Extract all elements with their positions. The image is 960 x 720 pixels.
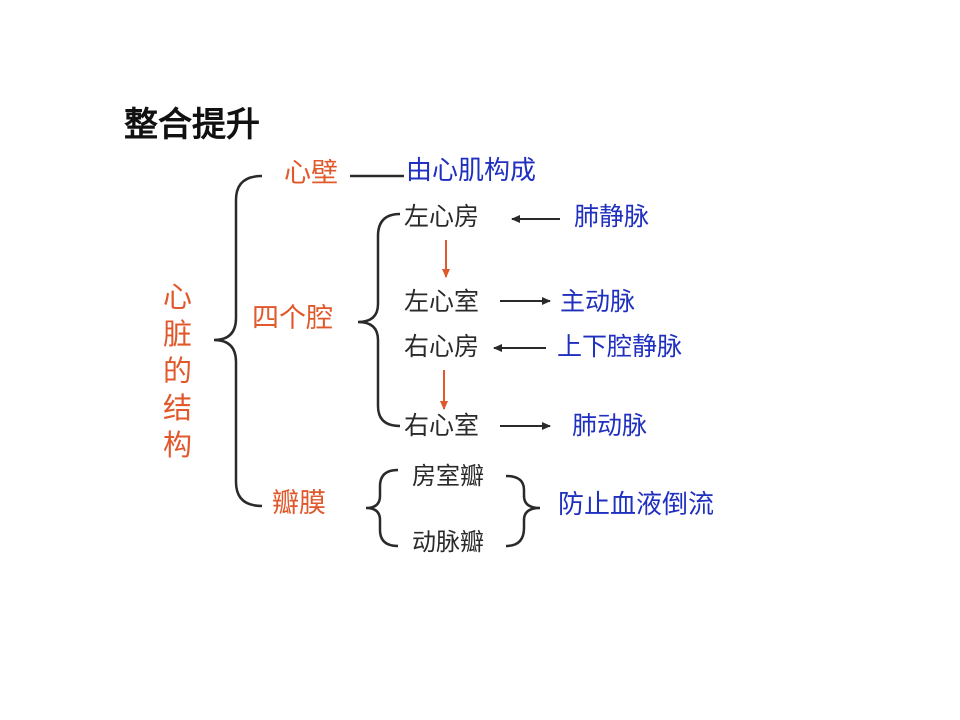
valve-function: 防止血液倒流 (558, 490, 715, 520)
main-brace (213, 174, 263, 508)
root-label: 心 脏 的 结 构 (163, 283, 192, 460)
branch-valves: 瓣膜 (272, 488, 326, 519)
branch-chambers: 四个腔 (252, 303, 333, 334)
chamber-right-ventricle: 右心室 (404, 411, 480, 440)
chamber-left-atrium: 左心房 (404, 202, 480, 231)
valves-right-brace (505, 474, 541, 548)
root-char-1: 心 (163, 280, 193, 314)
page-title: 整合提升 (124, 105, 260, 145)
chamber-right-atrium: 右心房 (404, 332, 480, 361)
chamber-left-ventricle: 左心室 (404, 287, 480, 316)
vessel-pulmonary-artery: 肺动脉 (572, 411, 648, 440)
root-char-2: 脏 (163, 317, 193, 351)
vessel-pulmonary-vein: 肺静脉 (574, 202, 650, 231)
root-char-5: 构 (163, 428, 193, 462)
valve-atrioventricular: 房室瓣 (412, 462, 484, 490)
root-char-4: 结 (163, 391, 193, 425)
vessel-aorta: 主动脉 (560, 287, 636, 316)
branch-wall: 心壁 (284, 158, 338, 189)
chambers-brace (357, 212, 401, 428)
root-char-3: 的 (163, 354, 193, 388)
wall-description: 由心肌构成 (406, 156, 537, 186)
valve-arterial: 动脉瓣 (412, 528, 484, 556)
valves-left-brace (365, 468, 399, 548)
vessel-vena-cava: 上下腔静脉 (557, 332, 683, 361)
